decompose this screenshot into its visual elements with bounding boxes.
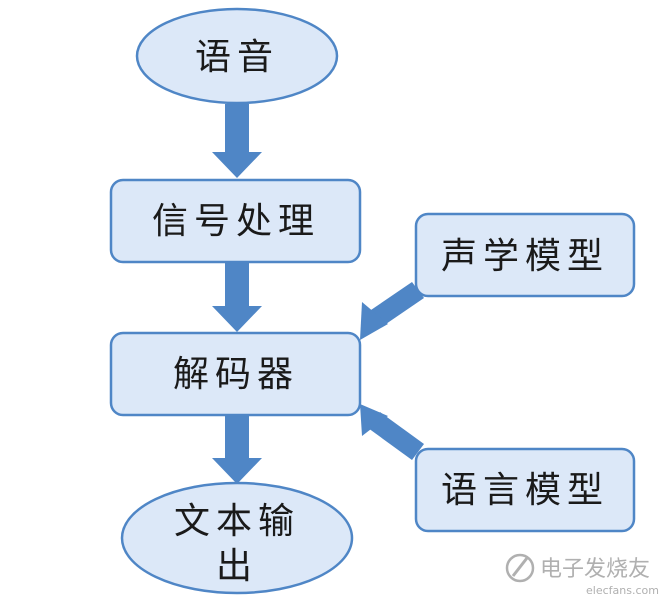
node-signal-processing: 信号处理 — [109, 178, 362, 264]
node-text-output: 文本输 出 — [120, 481, 354, 595]
arrow-signal-to-decoder — [212, 262, 262, 332]
node-language-model-label: 语言模型 — [441, 470, 609, 511]
node-acoustic-model: 声学模型 — [414, 212, 636, 298]
watermark: 电子发烧友 elecfans.com — [505, 553, 659, 597]
node-language-model: 语言模型 — [414, 447, 636, 533]
node-decoder-label: 解码器 — [173, 354, 299, 395]
arrow-language-to-decoder — [360, 404, 424, 460]
watermark-url-text: elecfans.com — [586, 584, 659, 597]
arrow-acoustic-to-decoder — [360, 282, 424, 340]
node-decoder: 解码器 — [109, 331, 362, 417]
node-signal-processing-label: 信号处理 — [152, 201, 320, 242]
arrow-speech-to-signal — [212, 104, 262, 178]
node-text-output-line2: 出 — [216, 546, 258, 587]
node-acoustic-model-label: 声学模型 — [441, 236, 609, 277]
node-text-output-line1: 文本输 — [174, 501, 300, 542]
watermark-logo-icon — [505, 553, 535, 583]
node-speech-label: 语音 — [195, 37, 279, 78]
watermark-brand-text: 电子发烧友 — [540, 557, 650, 582]
node-speech: 语音 — [135, 7, 339, 105]
arrow-decoder-to-output — [212, 416, 262, 484]
